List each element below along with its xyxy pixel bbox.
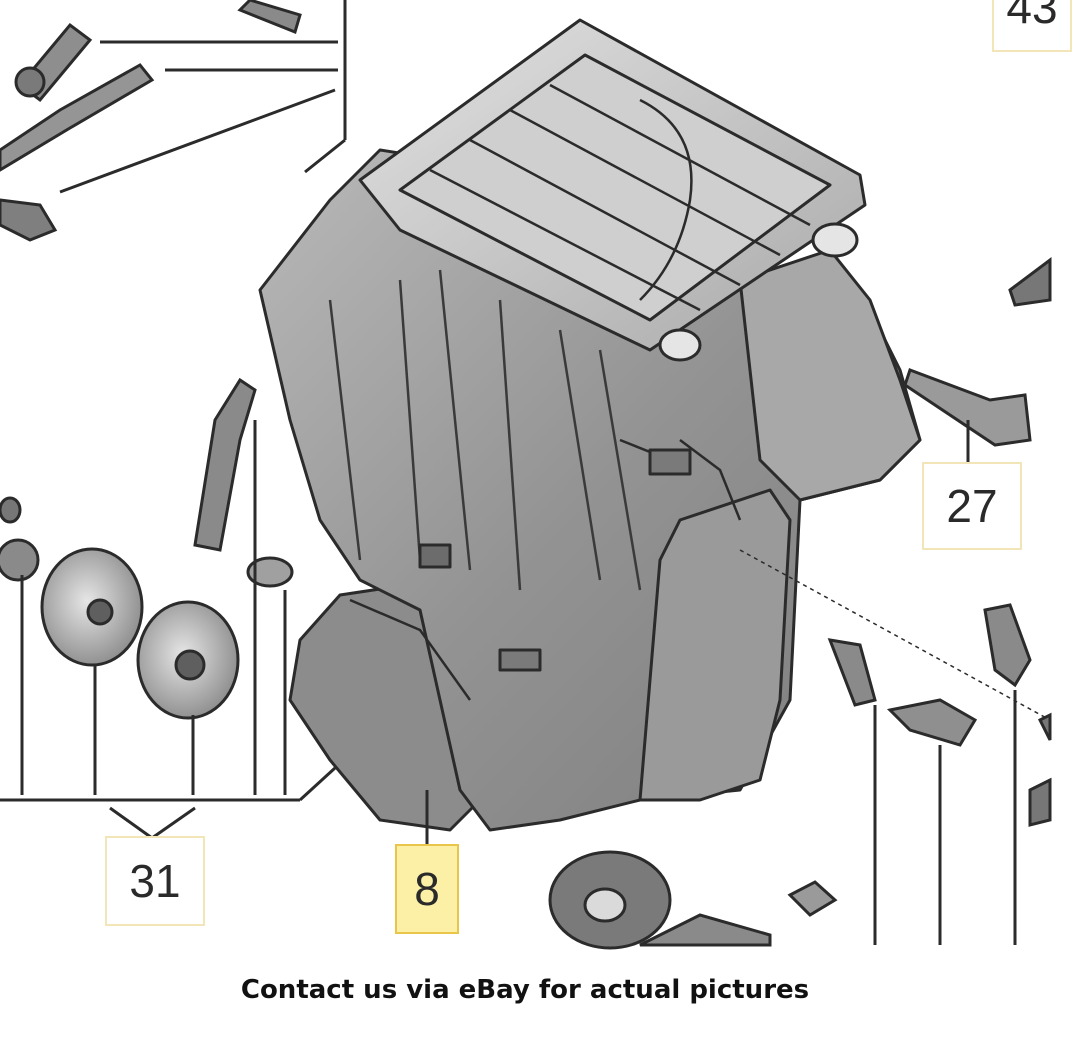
- upper-left-linkage-parts: [0, 0, 302, 242]
- callout-leader-lines: [0, 420, 1051, 945]
- right-side-parts: [827, 257, 1052, 827]
- heater-housing-assembly: [258, 18, 922, 832]
- callout-43: 43: [992, 0, 1072, 52]
- bottom-right-parts: [548, 850, 838, 950]
- parts-diagram: 31 8 27 43: [0, 0, 1072, 950]
- exploded-view-drawing: [0, 0, 1052, 950]
- callout-8: 8: [395, 844, 459, 934]
- leader-lines-upper-left: [59, 0, 347, 194]
- contact-caption: Contact us via eBay for actual pictures: [240, 975, 810, 1005]
- callout-31: 31: [105, 836, 205, 926]
- left-small-parts: [0, 377, 294, 588]
- callout-27: 27: [922, 462, 1022, 550]
- actuator-drum-wheel: [136, 600, 240, 720]
- actuator-gear-wheel: [40, 547, 144, 667]
